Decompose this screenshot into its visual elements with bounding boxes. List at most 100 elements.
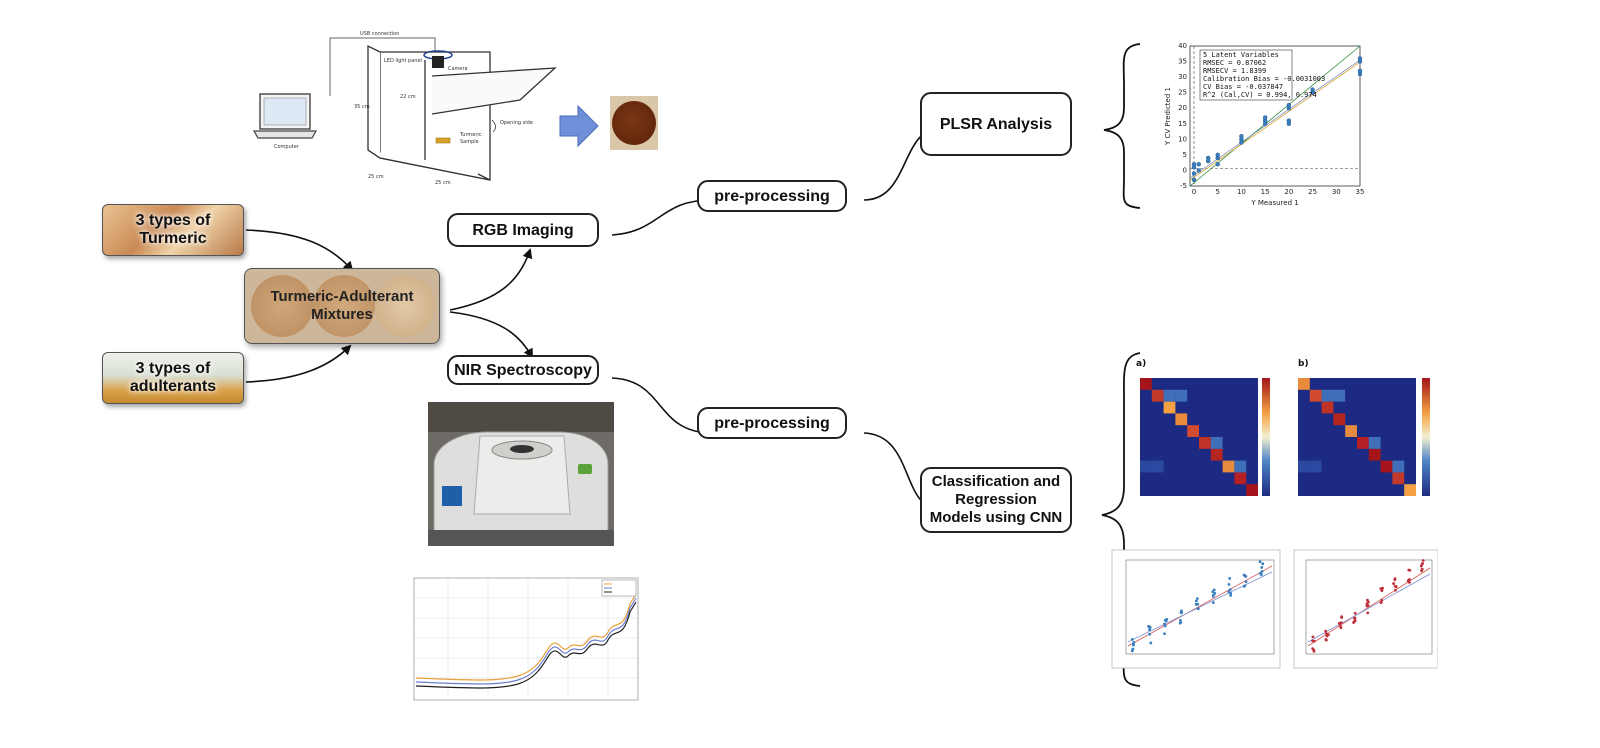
rgb-setup-illustration: USB connection Computer Camera LED light… bbox=[252, 31, 557, 186]
matrix-cell bbox=[1309, 460, 1322, 473]
regression-point bbox=[1311, 635, 1315, 639]
regression-point bbox=[1365, 602, 1369, 606]
plsr-xlabel: Y Measured 1 bbox=[1250, 199, 1298, 207]
matrix-cell bbox=[1246, 484, 1258, 496]
matrix-cell bbox=[1151, 389, 1164, 402]
arrow-turmeric-to-mixtures bbox=[245, 229, 354, 272]
regression-point bbox=[1229, 592, 1233, 595]
plsr-xtick: 0 bbox=[1192, 188, 1196, 196]
preprocessing-top-label: pre-processing bbox=[714, 187, 830, 205]
regression-point bbox=[1227, 590, 1231, 594]
dim-inner-label: 22 cm bbox=[400, 94, 416, 100]
plsr-ytick: 25 bbox=[1178, 89, 1187, 97]
block-arrow-icon bbox=[559, 104, 599, 148]
plsr-ytick: 15 bbox=[1178, 120, 1187, 128]
matrix-cell bbox=[1234, 460, 1247, 473]
regression-point bbox=[1393, 578, 1397, 582]
arrow-mixtures-to-nir bbox=[449, 311, 533, 359]
turmeric-rgb-image bbox=[610, 96, 658, 150]
matrix-cell bbox=[1140, 460, 1152, 473]
rgb-imaging-label: RGB Imaging bbox=[472, 221, 574, 239]
cnn-confusion-matrices: a) b) bbox=[1136, 359, 1430, 496]
regression-point bbox=[1407, 568, 1411, 572]
plsr-analysis-label: PLSR Analysis bbox=[939, 115, 1053, 133]
regression-point bbox=[1313, 639, 1316, 643]
plsr-xtick: 35 bbox=[1356, 188, 1365, 196]
plsr-ytick: -5 bbox=[1180, 182, 1187, 190]
plsr-ytick: 10 bbox=[1178, 135, 1187, 143]
plsr-stat-3: RMSECV = 1.8399 bbox=[1203, 67, 1266, 75]
matrix-cell bbox=[1333, 413, 1346, 426]
plsr-ylabel: Y CV Predicted 1 bbox=[1164, 87, 1172, 146]
regression-point bbox=[1365, 604, 1369, 608]
sample-label-2: Sample bbox=[460, 139, 479, 145]
regression-point bbox=[1228, 588, 1232, 591]
plsr-point bbox=[1215, 152, 1220, 158]
plsr-xtick: 20 bbox=[1284, 188, 1293, 196]
plsr-point bbox=[1239, 134, 1244, 139]
regression-point bbox=[1340, 616, 1344, 619]
regression-point bbox=[1366, 598, 1369, 602]
regression-point bbox=[1130, 637, 1134, 641]
regression-point bbox=[1420, 569, 1423, 573]
plsr-stats-legend: 5 Latent Variables RMSEC = 0.87062 RMSEC… bbox=[1199, 49, 1325, 101]
plsr-point bbox=[1206, 155, 1211, 161]
regression-point bbox=[1379, 587, 1383, 591]
regression-point bbox=[1393, 584, 1397, 588]
panel-a-label: a) bbox=[1136, 359, 1146, 369]
regression-point bbox=[1211, 594, 1215, 597]
plsr-ytick: 40 bbox=[1178, 42, 1187, 50]
regression-point bbox=[1421, 559, 1425, 562]
regression-point bbox=[1195, 597, 1199, 601]
plsr-stat-4: Calibration Bias = -0.0031003 bbox=[1203, 75, 1325, 83]
regression-point bbox=[1163, 618, 1167, 622]
colorbar-b bbox=[1422, 378, 1430, 496]
spectra-legend bbox=[601, 579, 637, 597]
matrix-cell bbox=[1392, 472, 1405, 485]
plsr-xtick: 5 bbox=[1215, 188, 1219, 196]
regression-point bbox=[1149, 641, 1153, 645]
preprocessing-bottom-box: pre-processing bbox=[697, 407, 847, 439]
plsr-xtick: 10 bbox=[1237, 188, 1246, 196]
plsr-stat-5: CV Bias = -0.037847 bbox=[1203, 83, 1283, 91]
preprocessing-bottom-label: pre-processing bbox=[714, 414, 830, 432]
regression-point bbox=[1163, 632, 1166, 636]
matrix-cell bbox=[1210, 437, 1223, 449]
regression-point bbox=[1163, 624, 1167, 628]
plsr-xtick: 30 bbox=[1332, 188, 1341, 196]
arrow-nir-to-preproc bbox=[611, 377, 713, 438]
matrix-cell bbox=[1199, 437, 1211, 449]
plsr-point bbox=[1191, 171, 1197, 176]
usb-label: USB connection bbox=[360, 31, 399, 37]
matrix-cell bbox=[1392, 460, 1405, 473]
matrix-cell bbox=[1298, 460, 1310, 473]
plsr-ytick: 5 bbox=[1183, 151, 1187, 159]
rgb-imaging-box: RGB Imaging bbox=[447, 213, 599, 247]
nir-spectroscopy-box: NIR Spectroscopy bbox=[447, 355, 599, 385]
regression-point bbox=[1353, 619, 1357, 623]
matrix-cell bbox=[1309, 389, 1322, 402]
plsr-point bbox=[1196, 168, 1201, 173]
matrix-cell bbox=[1298, 378, 1310, 390]
matrix-cell bbox=[1321, 389, 1334, 402]
computer-label: Computer bbox=[274, 144, 300, 150]
regression-point bbox=[1260, 566, 1264, 569]
matrix-cell bbox=[1321, 401, 1334, 414]
plsr-point bbox=[1215, 162, 1220, 167]
regression-point bbox=[1148, 632, 1152, 636]
plsr-point bbox=[1262, 115, 1268, 120]
matrix-cell bbox=[1210, 448, 1223, 461]
regression-point bbox=[1393, 588, 1397, 592]
cnn-regression-plots bbox=[1111, 549, 1438, 669]
regression-point bbox=[1212, 588, 1216, 592]
regression-point bbox=[1213, 591, 1217, 595]
regression-point bbox=[1260, 570, 1264, 573]
regression-point bbox=[1211, 601, 1215, 604]
regression-point bbox=[1228, 577, 1232, 580]
regression-point bbox=[1227, 583, 1231, 586]
